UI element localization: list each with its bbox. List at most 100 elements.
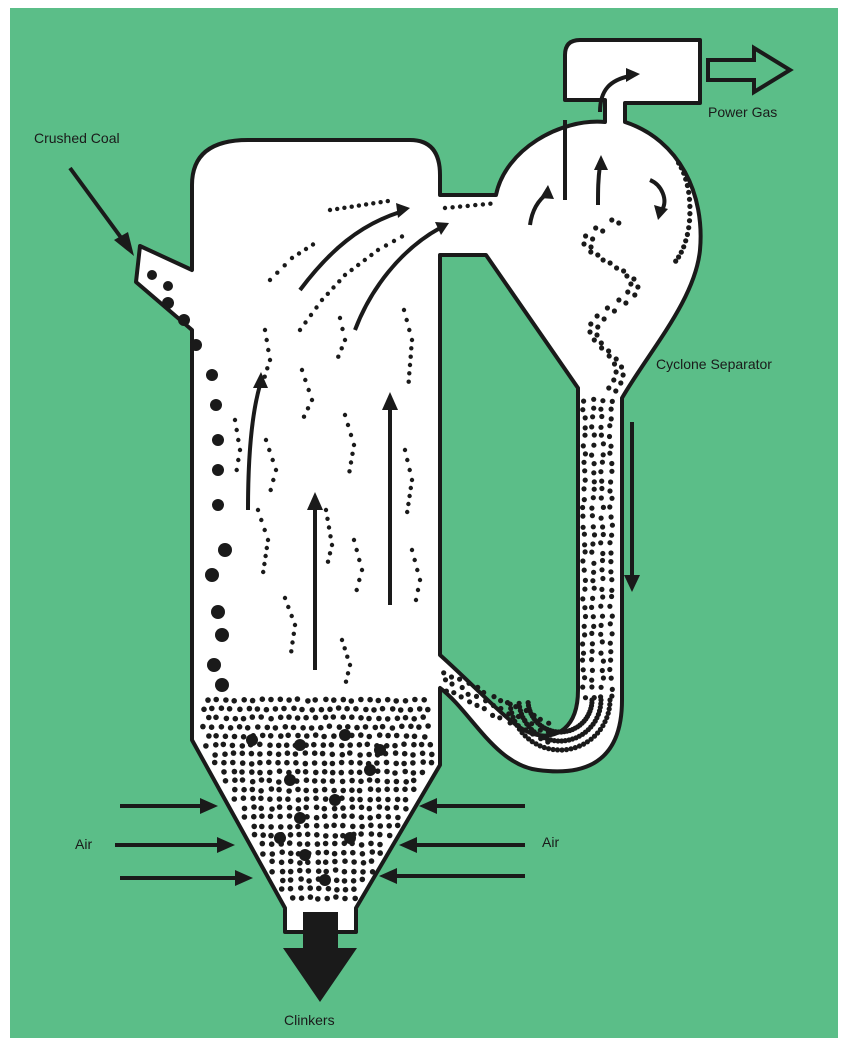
particle-dot	[592, 532, 597, 537]
particle-dot	[231, 750, 237, 756]
particle-dot	[580, 514, 585, 519]
particle-dot	[267, 778, 273, 784]
particle-dot	[394, 779, 400, 785]
particle-dot	[466, 204, 470, 208]
particle-dot	[612, 361, 617, 366]
particle-dot	[598, 540, 603, 545]
particle-dot	[429, 760, 435, 766]
particle-dot	[598, 632, 603, 637]
particle-dot	[395, 815, 401, 821]
particle-dot	[580, 558, 585, 563]
particle-dot	[582, 468, 587, 473]
particle-dot	[241, 697, 247, 703]
particle-dot	[392, 770, 398, 776]
particle-dot	[203, 743, 209, 749]
particle-dot	[315, 896, 321, 902]
particle-dot	[400, 234, 404, 238]
particle-dot	[373, 725, 379, 731]
particle-dot	[395, 716, 401, 722]
particle-dot	[360, 869, 366, 875]
particle-dot	[296, 832, 302, 838]
particle-dot	[387, 833, 393, 839]
particle-dot	[607, 451, 612, 456]
particle-dot	[393, 698, 399, 704]
gasifier-vessel	[136, 40, 701, 932]
particle-dot	[328, 208, 332, 212]
particle-dot	[267, 448, 271, 452]
particle-dot	[607, 697, 612, 702]
particle-dot	[358, 779, 364, 785]
particle-dot	[315, 850, 321, 856]
particle-dot	[332, 859, 338, 865]
particle-dot	[357, 760, 363, 766]
particle-dot	[589, 424, 594, 429]
particle-dot	[581, 460, 586, 465]
particle-dot	[267, 770, 273, 776]
particle-dot	[403, 779, 409, 785]
particle-dot	[339, 743, 345, 749]
particle-dot	[474, 703, 479, 708]
particle-dot	[591, 470, 596, 475]
particle-dot	[240, 760, 246, 766]
particle-dot	[608, 559, 613, 564]
particle-dot	[358, 697, 364, 703]
particle-dot	[303, 761, 309, 767]
particle-dot	[318, 725, 324, 731]
particle-dot	[459, 694, 464, 699]
particle-dot	[598, 407, 603, 412]
particle-dot	[340, 788, 346, 794]
particle-dot	[608, 649, 613, 654]
particle-dot	[580, 407, 585, 412]
particle-dot	[524, 708, 529, 713]
particle-dot	[247, 706, 253, 712]
particle-dot	[330, 543, 334, 547]
particle-dot	[592, 461, 597, 466]
particle-dot	[342, 896, 348, 902]
particle-dot	[329, 794, 341, 806]
particle-dot	[405, 510, 409, 514]
particle-dot	[303, 788, 309, 794]
particle-dot	[608, 658, 613, 663]
particle-dot	[450, 205, 454, 209]
particle-dot	[278, 824, 284, 830]
particle-dot	[568, 746, 573, 751]
particle-dot	[610, 631, 615, 636]
particle-dot	[322, 769, 328, 775]
particle-dot	[412, 697, 418, 703]
particle-dot	[232, 796, 238, 802]
particle-dot	[589, 550, 594, 555]
particle-dot	[580, 685, 585, 690]
particle-dot	[408, 468, 412, 472]
particle-dot	[583, 578, 588, 583]
particle-dot	[298, 328, 302, 332]
particle-dot	[359, 824, 365, 830]
particle-dot	[323, 697, 329, 703]
particle-dot	[267, 751, 273, 757]
particle-dot	[300, 368, 304, 372]
particle-dot	[275, 760, 281, 766]
particle-dot	[538, 736, 543, 741]
particle-dot	[619, 364, 624, 369]
particle-dot	[403, 448, 407, 452]
particle-dot	[607, 540, 612, 545]
particle-dot	[481, 202, 485, 206]
particle-dot	[313, 715, 319, 721]
particle-dot	[609, 407, 614, 412]
particle-dot	[237, 707, 243, 713]
particle-dot	[258, 714, 264, 720]
particle-dot	[250, 787, 256, 793]
particle-dot	[349, 787, 355, 793]
particle-dot	[221, 742, 227, 748]
particle-dot	[583, 233, 588, 238]
particle-dot	[673, 259, 678, 264]
particle-dot	[367, 697, 373, 703]
particle-dot	[299, 707, 305, 713]
particle-dot	[555, 747, 560, 752]
particle-dot	[333, 894, 339, 900]
particle-dot	[277, 804, 283, 810]
particle-dot	[590, 668, 595, 673]
particle-dot	[255, 706, 261, 712]
particle-dot	[591, 624, 596, 629]
particle-dot	[364, 202, 368, 206]
particle-dot	[599, 345, 604, 350]
